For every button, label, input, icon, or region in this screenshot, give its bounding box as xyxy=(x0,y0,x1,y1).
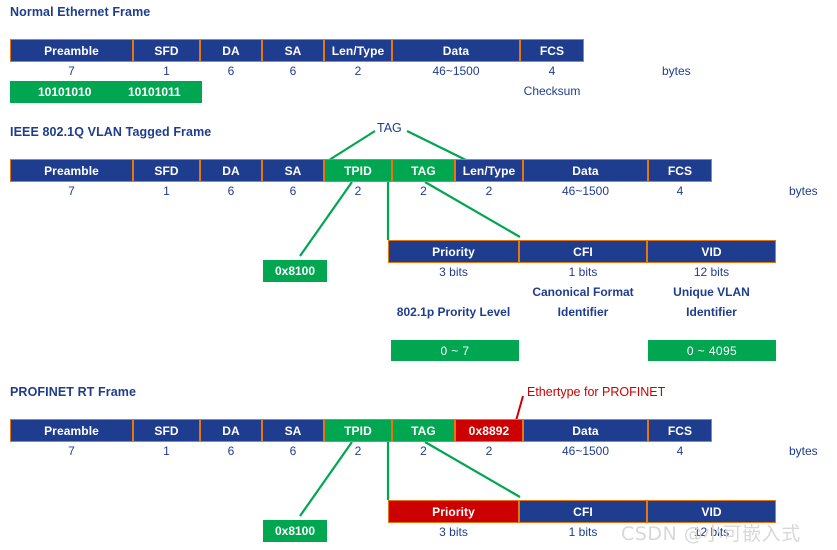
pn-unit-label: bytes xyxy=(789,444,818,458)
section-title-normal-ethernet: Normal Ethernet Frame xyxy=(10,5,151,19)
vlan-tag-cfi-desc2: Identifier xyxy=(557,305,609,319)
vlan-tag-cfi-desc1: Canonical Format xyxy=(532,285,634,299)
pn-field-data: Data xyxy=(523,419,648,442)
vlan-size-sa: 6 xyxy=(289,184,297,198)
pn-tag-vid: VID xyxy=(647,500,776,523)
pn-field-sa: SA xyxy=(262,419,324,442)
pn-size-da: 6 xyxy=(227,444,235,458)
normal-size-sa: 6 xyxy=(289,64,297,78)
vlan-tag-vid-desc2: Identifier xyxy=(686,305,737,319)
pn-field-tpid: TPID xyxy=(324,419,392,442)
pn-size-data: 46~1500 xyxy=(561,444,610,458)
pn-tag-vid-size: 12 bits xyxy=(693,525,730,539)
vlan-tpid-value-chip: 0x8100 xyxy=(263,260,327,282)
normal-preamble-bits-chip: 10101010 10101011 xyxy=(10,81,202,103)
normal-size-fcs: 4 xyxy=(548,64,556,78)
normal-preamble-bits: 10101010 xyxy=(38,85,92,99)
vlan-size-preamble: 7 xyxy=(68,184,75,198)
normal-field-preamble: Preamble xyxy=(10,39,133,62)
vlan-tag-priority-size: 3 bits xyxy=(439,265,468,279)
normal-fcs-note: Checksum xyxy=(523,84,581,98)
pn-field-tag: TAG xyxy=(392,419,455,442)
vlan-field-sfd: SFD xyxy=(133,159,200,182)
pn-tag-priority-size: 3 bits xyxy=(439,525,468,539)
section-title-profinet: PROFINET RT Frame xyxy=(10,385,137,399)
normal-size-data: 46~1500 xyxy=(432,64,480,78)
normal-field-lentype: Len/Type xyxy=(324,39,392,62)
vlan-size-sfd: 1 xyxy=(163,184,170,198)
vlan-field-tag: TAG xyxy=(392,159,455,182)
pn-field-preamble: Preamble xyxy=(10,419,133,442)
vlan-size-lentype: 2 xyxy=(485,184,493,198)
vlan-size-tpid: 2 xyxy=(354,184,362,198)
tag-leader-right xyxy=(406,130,471,163)
pn-field-fcs: FCS xyxy=(648,419,712,442)
normal-field-fcs: FCS xyxy=(520,39,584,62)
normal-field-da: DA xyxy=(200,39,262,62)
pn-size-fcs: 4 xyxy=(676,444,684,458)
tag-leader-left xyxy=(325,130,376,163)
pn-size-sa: 6 xyxy=(289,444,297,458)
normal-field-sfd: SFD xyxy=(133,39,200,62)
normal-size-preamble: 7 xyxy=(68,64,75,78)
vlan-field-fcs: FCS xyxy=(648,159,712,182)
vlan-tag-vid: VID xyxy=(647,240,776,263)
pn-field-sfd: SFD xyxy=(133,419,200,442)
normal-unit-label: bytes xyxy=(662,64,691,78)
normal-sfd-bits: 10101011 xyxy=(128,85,181,99)
vlan-field-sa: SA xyxy=(262,159,324,182)
pn-size-preamble: 7 xyxy=(68,444,75,458)
vlan-field-lentype: Len/Type xyxy=(455,159,523,182)
normal-size-lentype: 2 xyxy=(354,64,362,78)
vlan-priority-range-chip: 0 ~ 7 xyxy=(391,340,519,361)
vlan-size-da: 6 xyxy=(227,184,235,198)
vlan-field-preamble: Preamble xyxy=(10,159,133,182)
vlan-field-da: DA xyxy=(200,159,262,182)
normal-field-data: Data xyxy=(392,39,520,62)
vlan-tag-vid-desc1: Unique VLAN xyxy=(673,285,750,299)
vlan-tag-callout: TAG xyxy=(377,121,402,135)
pn-size-ethertype: 2 xyxy=(485,444,493,458)
pn-tag-cfi: CFI xyxy=(519,500,647,523)
vlan-field-tpid: TPID xyxy=(324,159,392,182)
csdn-watermark: CSDN @小可嵌入式 xyxy=(621,523,801,545)
vlan-field-data: Data xyxy=(523,159,648,182)
normal-size-da: 6 xyxy=(227,64,235,78)
vlan-size-data: 46~1500 xyxy=(561,184,610,198)
vlan-size-tag: 2 xyxy=(420,184,427,198)
pn-size-tag: 2 xyxy=(420,444,427,458)
vlan-unit-label: bytes xyxy=(789,184,818,198)
normal-field-sa: SA xyxy=(262,39,324,62)
normal-size-sfd: 1 xyxy=(163,64,170,78)
vlan-tag-priority: Priority xyxy=(388,240,519,263)
pn-tag-priority: Priority xyxy=(388,500,519,523)
vlan-size-fcs: 4 xyxy=(676,184,684,198)
vlan-vid-range-chip: 0 ~ 4095 xyxy=(648,340,776,361)
pn-field-da: DA xyxy=(200,419,262,442)
section-title-vlan: IEEE 802.1Q VLAN Tagged Frame xyxy=(10,125,212,139)
vlan-tag-cfi: CFI xyxy=(519,240,647,263)
pn-field-ethertype: 0x8892 xyxy=(455,419,523,442)
pn-tpid-value-chip: 0x8100 xyxy=(263,520,327,542)
pn-size-tpid: 2 xyxy=(354,444,362,458)
vlan-tag-cfi-size: 1 bits xyxy=(568,265,598,279)
profinet-ethertype-callout: Ethertype for PROFINET xyxy=(527,385,666,399)
pn-size-sfd: 1 xyxy=(163,444,170,458)
vlan-tag-vid-size: 12 bits xyxy=(693,265,730,279)
vlan-tag-priority-desc2: 802.1p Prority Level xyxy=(396,305,511,319)
pn-tag-cfi-size: 1 bits xyxy=(568,525,598,539)
